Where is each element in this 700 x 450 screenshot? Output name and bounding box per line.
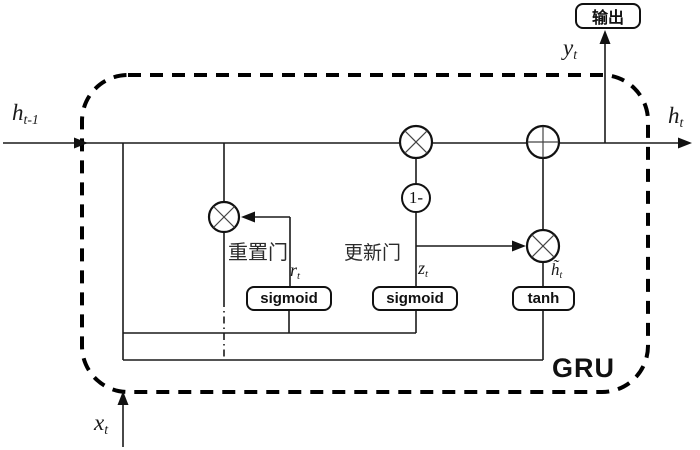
label-h-out: ht [668, 103, 683, 130]
output-arrowhead [599, 30, 611, 44]
gru-cell-boundary [80, 73, 650, 394]
z-gate-arrowhead [512, 240, 526, 252]
y-out-sub: t [573, 46, 578, 62]
r-gate-base: r [290, 260, 298, 280]
reset-sigmoid-label: sigmoid [260, 290, 318, 307]
one-minus-label: 1- [408, 188, 424, 207]
add-node [525, 124, 561, 160]
h-out-arrowhead [678, 137, 692, 149]
label-x-in: xt [94, 410, 108, 437]
y-out-base: y [563, 35, 574, 60]
tanh-label: tanh [527, 290, 560, 307]
label-r-gate: rt [290, 260, 301, 283]
h-candidate-base: h̃ [551, 260, 560, 279]
output-box-label: 输出 [591, 10, 624, 27]
r-gate-sub: t [297, 270, 301, 283]
boundary-entry-arrowhead [74, 137, 88, 149]
reset-gate-arrowhead [241, 211, 255, 223]
update-sigmoid-label: sigmoid [386, 290, 444, 307]
update-sigmoid-box: sigmoid [372, 286, 458, 311]
update-multiply-node [398, 124, 434, 160]
label-h-candidate: h̃t [551, 260, 563, 281]
label-z-gate: zt [418, 258, 429, 281]
x-input-arrowhead [117, 391, 129, 405]
x-in-sub: t [104, 421, 109, 437]
candidate-multiply-node [525, 228, 561, 264]
reset-multiply-node [207, 200, 241, 234]
label-y-out: yt [563, 35, 577, 62]
gru-title: GRU [552, 353, 615, 383]
x-in-base: x [94, 410, 105, 435]
reset-gate-name-label: 重置门 [228, 242, 288, 264]
h-out-sub: t [679, 114, 684, 130]
h-out-base: h [668, 103, 680, 128]
h-prev-base: h [12, 100, 24, 125]
z-gate-base: z [418, 258, 426, 278]
h-candidate-sub: t [559, 269, 563, 281]
h-prev-sub: t-1 [23, 111, 39, 127]
z-gate-sub: t [425, 268, 429, 281]
reset-sigmoid-box: sigmoid [246, 286, 332, 311]
tanh-box: tanh [512, 286, 575, 311]
update-gate-name-label: 更新门 [344, 243, 402, 264]
label-h-prev: ht-1 [12, 100, 39, 127]
one-minus-node [401, 183, 431, 213]
output-box: 输出 [575, 3, 641, 29]
